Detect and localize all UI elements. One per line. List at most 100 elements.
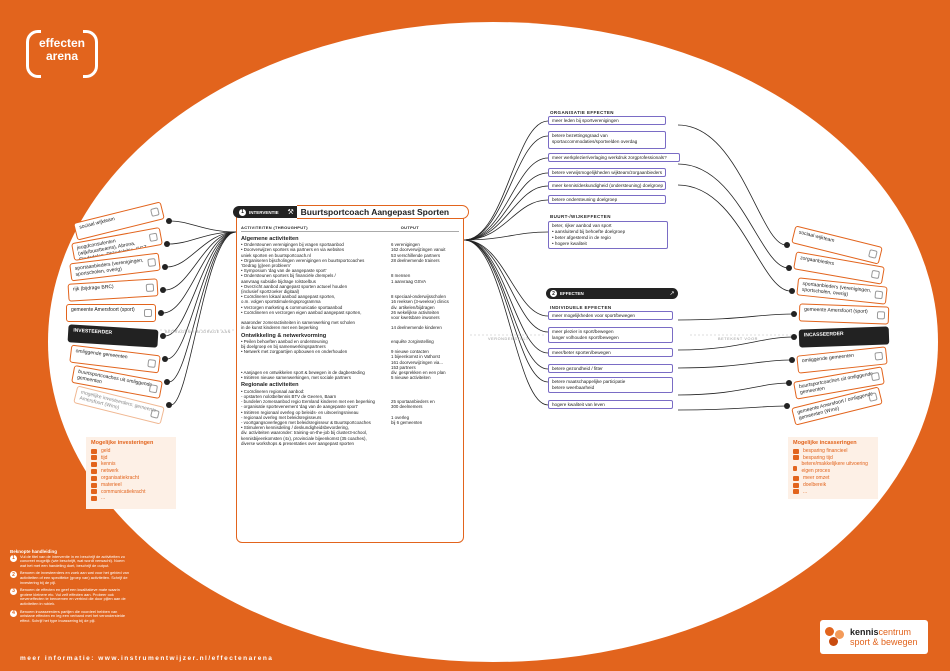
legend-icon <box>793 482 799 488</box>
activity-text: • Ondersteunen sporters bij financiële d… <box>241 273 336 284</box>
neighbourhood-effect-line: • beter afgestemd in de regio <box>552 235 611 240</box>
intervention-columns: ACTIVITEITEN (THROUGHPUT) OUTPUT <box>241 225 459 232</box>
connector-line <box>463 231 549 241</box>
investor-item[interactable]: gemeente Amersfoort (sport) <box>66 304 156 322</box>
collection-icon <box>871 371 881 382</box>
intervention-body: Algemene activiteiten• Ondersteunen vere… <box>241 234 459 446</box>
individual-effect-item[interactable]: meer/beter sporten/bewegen <box>548 348 673 357</box>
org-effect-item[interactable]: betere bezettingsgraad van sportaccommod… <box>548 131 666 149</box>
activity-row: • Symposium 'dag van de aangepaste sport… <box>241 268 459 273</box>
activity-row: • Ondersteunen verenigingen bij vragen s… <box>241 242 459 247</box>
legend-item: doelbereik <box>793 482 873 489</box>
connector-dot <box>164 379 170 385</box>
legend-icon <box>91 475 97 481</box>
manual-step-number: 3 <box>10 588 17 596</box>
legend-item: betere/makkelijkere uitvoering eigen pro… <box>793 461 873 475</box>
collector-item[interactable]: INCASSEERDER <box>798 326 890 348</box>
activity-text: • Coördineren regionaal aanbod: - opstar… <box>241 388 376 410</box>
individual-effects-title: INDIVIDUELE EFFECTEN <box>550 305 612 310</box>
connector-line <box>463 239 549 317</box>
individual-effect-item[interactable]: meer mogelijkheden voor sport/bewegen <box>548 311 673 320</box>
connector-dot <box>162 356 168 362</box>
individual-effect-item[interactable]: betere gezondheid / fitter <box>548 364 673 373</box>
legend-label: communicatiekracht <box>101 488 146 495</box>
individual-effect-item[interactable]: meer plezier in sport/bewegen langer vol… <box>548 327 673 343</box>
collector-item[interactable]: gemeente Amersfoort (sport) <box>798 303 890 325</box>
connector-dot <box>166 402 172 408</box>
activity-text: • Organiseren bijscholingen verenigingen… <box>241 257 365 269</box>
legend-icon <box>91 496 97 502</box>
connector-line <box>463 185 549 241</box>
activity-row: • Ondersteunen sporters bij financiële d… <box>241 273 459 283</box>
connector-dot <box>784 403 790 409</box>
activity-row: • Coördineren lokaal aanbod aangepast sp… <box>241 294 459 304</box>
activity-row: • Initiëren regionaal overleg op beleids… <box>241 410 459 446</box>
legend-item: tijd <box>91 455 171 462</box>
effects-step-number: 2 <box>550 290 557 297</box>
output-text: div. gesprekken en een plan 5 nieuwe act… <box>391 370 446 381</box>
connector-line <box>463 172 549 241</box>
collection-icon <box>868 249 878 259</box>
legend-icon <box>793 489 799 495</box>
connector-dot <box>784 242 790 248</box>
activity-text: • Aanjagen en ontwikkelen sport & bewege… <box>241 370 365 381</box>
org-effect-item[interactable]: betere verwijsmogelijkheden wijkteam/zor… <box>548 168 666 177</box>
connector-dot <box>160 333 166 339</box>
effects-band: 2 EFFECTEN ↗ <box>546 287 678 300</box>
legend-label: tijd <box>101 454 108 461</box>
legend-item: organisatiekracht <box>91 475 171 482</box>
neighbourhood-effects-title: BUURT-/WIJKEFFECTEN <box>550 214 611 219</box>
collection-icon <box>868 392 878 402</box>
legend-item: netwerk <box>91 468 171 475</box>
connector-line <box>677 184 791 292</box>
connector-line <box>677 124 787 246</box>
manual-step-number: 2 <box>10 571 17 579</box>
connector-dot <box>158 310 164 316</box>
investment-icon <box>148 232 159 242</box>
connector-dot <box>166 218 172 224</box>
activity-row: • Organiseren bijscholingen verenigingen… <box>241 258 459 268</box>
footer-url[interactable]: meer informatie: www.instrumentwijzer.nl… <box>20 655 274 662</box>
output-text: 28 deelnemende trainers <box>391 257 440 263</box>
connector-line <box>463 157 549 241</box>
manual-step-text: Benoem incasseerders partijen die voorde… <box>20 608 126 623</box>
org-effect-item[interactable]: betere ondersteuning doelgroep <box>548 195 666 204</box>
investment-icon <box>145 283 155 292</box>
connector-line <box>463 239 549 383</box>
collection-icon <box>876 311 885 320</box>
investment-icon <box>147 258 157 267</box>
legend-label: besparing tijd <box>803 454 833 461</box>
org-effect-item[interactable]: meer leden bij sportverenigingen <box>548 116 666 125</box>
output-text: enquête zorginstelling <box>391 338 434 344</box>
connector-dot <box>788 288 795 294</box>
activity-row: • Overzicht aanbod aangepast sporten act… <box>241 284 459 294</box>
intervention-header: 1 INTERVENTIE ⚒ Buurtsportcoach Aangepas… <box>233 203 469 221</box>
org-effect-item[interactable]: meer werkplezier/verlaging werkdruk zorg… <box>548 153 680 162</box>
legend-label: netwerk <box>101 468 119 475</box>
activity-text: • Coördineren lokaal aanbod aangepast sp… <box>241 294 336 305</box>
activity-row: • Aanjagen en ontwikkelen sport & bewege… <box>241 370 459 380</box>
legend-label: besparing financieel <box>803 447 848 454</box>
legend-item: kennis <box>91 461 171 468</box>
legend-label: kennis <box>101 461 116 468</box>
legend-label: ... <box>803 488 808 495</box>
connector-line <box>164 231 237 291</box>
investment-icon <box>150 409 160 419</box>
legend-label: meer omzet <box>803 474 830 481</box>
connector-line <box>463 239 549 370</box>
output-text <box>391 284 459 294</box>
investment-icon <box>147 359 157 368</box>
connector-dot <box>788 357 795 363</box>
effectenarena-logo: effecten arena <box>26 30 98 78</box>
org-effect-item[interactable]: meer kennis/deskundigheid (ondersteuning… <box>548 181 666 190</box>
connector-line <box>162 231 237 314</box>
org-effects-title: ORGANISATIE EFFECTEN <box>550 110 614 115</box>
manual-step-number: 1 <box>10 554 17 562</box>
individual-effect-item[interactable]: betere maatschappelijke participatie bet… <box>548 377 673 393</box>
individual-effect-item[interactable]: hogere kwaliteit van leven <box>548 400 673 409</box>
connector-line <box>677 336 793 351</box>
connector-dot <box>160 287 166 293</box>
activity-row: • Coördineren regionaal aanbod: - opstar… <box>241 389 459 410</box>
